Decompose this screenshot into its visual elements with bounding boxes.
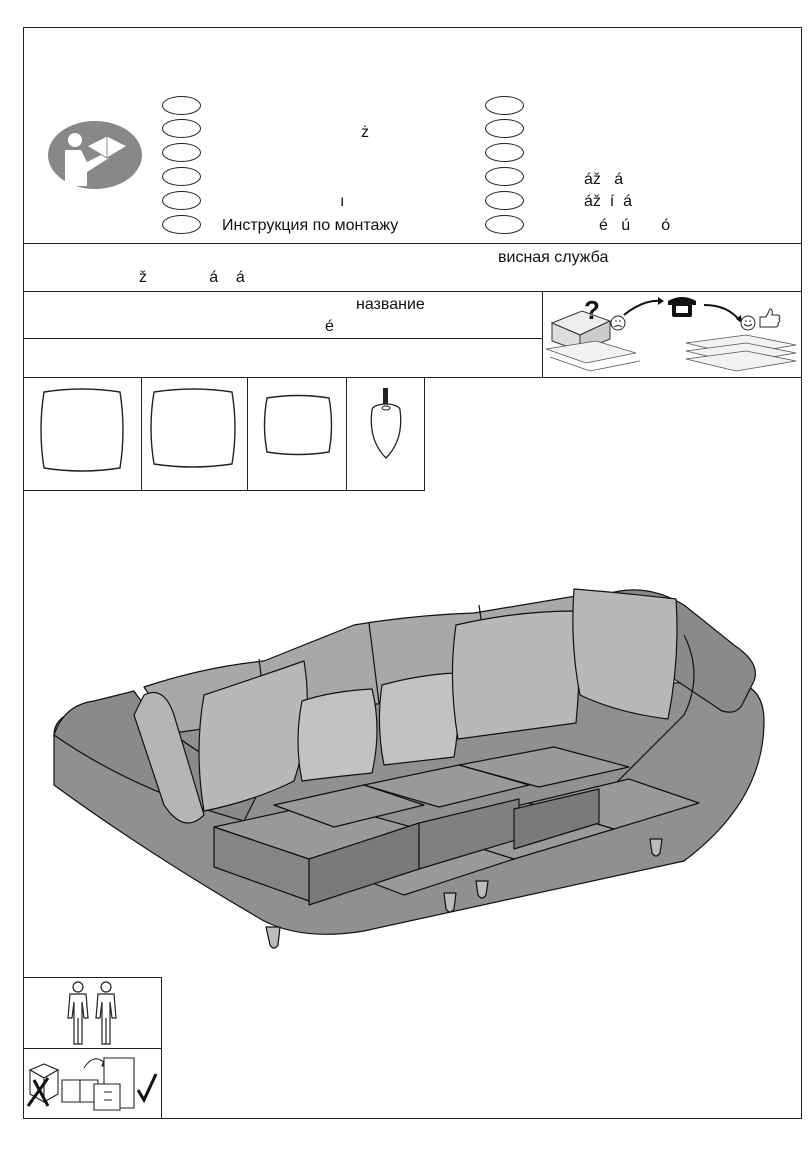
svg-text:?: ? <box>584 295 600 325</box>
medium-cushion-part <box>148 384 240 472</box>
language-text-r3: é ú ó <box>599 217 671 234</box>
product-name-sub: é <box>325 318 334 335</box>
language-text-1: ż <box>361 124 369 141</box>
assembly-instruction-title: Инструкция по монтажу <box>222 217 399 234</box>
packaging-disposal-icon <box>24 1050 160 1118</box>
service-sub-label: ž á á <box>139 269 245 286</box>
product-name-label: название <box>356 296 425 313</box>
sofa-leg-part <box>364 388 408 464</box>
language-text-2: ı <box>340 193 345 210</box>
page-frame <box>23 27 802 1119</box>
large-cushion-part <box>36 384 128 476</box>
language-text-r2: áž í á <box>584 193 633 210</box>
service-label: висная служба <box>498 249 609 266</box>
phone-support-icon: ? <box>544 293 800 375</box>
small-cushion-part <box>262 392 334 458</box>
language-text-r1: áž á <box>584 171 624 188</box>
manual-icon <box>47 120 143 190</box>
sofa-illustration <box>44 575 770 955</box>
two-persons-icon <box>62 980 122 1046</box>
